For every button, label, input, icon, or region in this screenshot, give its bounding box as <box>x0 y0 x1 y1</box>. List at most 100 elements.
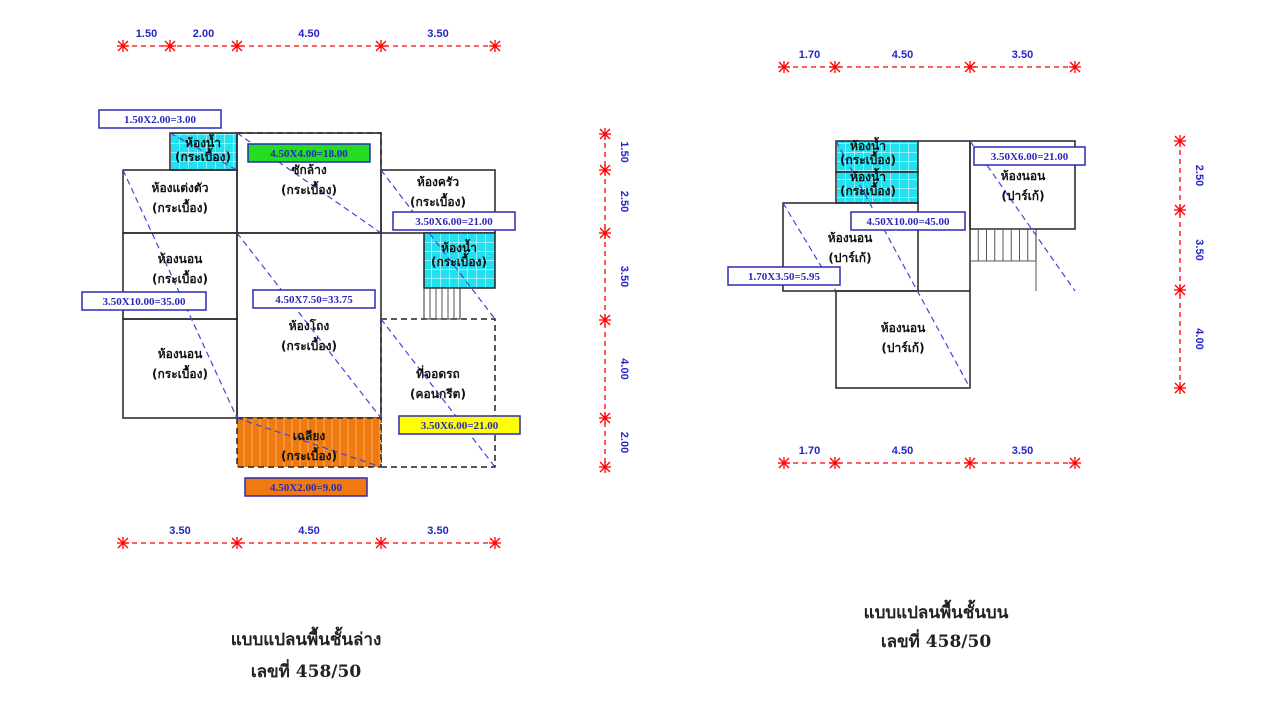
room-name: เฉลียง <box>293 429 326 443</box>
dimension-label: 3.50 <box>618 266 630 287</box>
laundry-outline <box>237 132 382 170</box>
dimension-label: 4.00 <box>1193 328 1205 349</box>
area-box <box>98 109 222 129</box>
dimension-label: 4.00 <box>618 358 630 379</box>
room-porch <box>236 417 382 468</box>
upper-floor-title: แบบแปลนพื้นชั้นบน <box>864 599 1009 623</box>
dimension-label: 3.50 <box>169 525 190 537</box>
room-name: ห้องโถง <box>289 318 330 333</box>
dimension-tick <box>778 61 790 73</box>
area-diagonal <box>835 140 971 389</box>
room-floor-material: (กระเบื้อง) <box>410 192 466 209</box>
dimension-tick <box>599 227 611 239</box>
area-calculation: 1.70X3.50=5.95 <box>748 271 820 283</box>
dimension-tick <box>231 40 243 52</box>
room-floor-material: (คอนกรีต) <box>410 387 466 401</box>
area-calculation: 4.50X4.00=18.00 <box>270 148 348 160</box>
dimension-label: 3.50 <box>1012 49 1033 61</box>
dimension-tick <box>599 461 611 473</box>
room-name: ห้องนอน <box>158 347 203 361</box>
dimension-tick <box>829 457 841 469</box>
area-diagonal <box>122 169 238 419</box>
area-box <box>398 415 521 435</box>
room-floor-material: (ปาร์เก้) <box>1001 189 1044 203</box>
area-box <box>850 211 966 231</box>
ground-floor-number: เลขที่ 458/50 <box>251 659 361 682</box>
dimension-label: 1.70 <box>799 49 820 61</box>
upper-floor-number: เลขที่ 458/50 <box>881 629 991 652</box>
room-floor-material: (กระเบื้อง) <box>281 180 337 197</box>
room-parking <box>380 318 496 468</box>
dimension-label: 4.50 <box>298 28 319 40</box>
dimension-tick <box>231 537 243 549</box>
dimension-label: 4.50 <box>892 49 913 61</box>
dimension-label: 3.50 <box>427 28 448 40</box>
dimension-label: 1.50 <box>136 28 157 40</box>
room-floor-material: (กระเบื้อง) <box>152 198 208 215</box>
dimension-label: 2.00 <box>618 432 630 453</box>
dimension-label: 4.50 <box>298 525 319 537</box>
room-bath1 <box>835 140 919 173</box>
area-calculation: 4.50X10.00=45.00 <box>867 216 950 228</box>
dimension-tick <box>1174 204 1186 216</box>
room-name: ห้องน้ำ <box>850 167 886 184</box>
room-floor-material: (กระเบื้อง) <box>431 252 487 269</box>
area-diagonal <box>969 140 1076 292</box>
room-name: ห้องน้ำ <box>441 238 477 255</box>
room-floor-material: (ปาร์เก้) <box>828 251 871 265</box>
room-name: ซักล้าง <box>291 163 327 177</box>
room-name: ห้องแต่งตัว <box>152 181 209 195</box>
dimension-tick <box>778 457 790 469</box>
dimension-tick <box>599 164 611 176</box>
dimension-label: 1.50 <box>618 141 630 162</box>
dimension-label: 4.50 <box>892 445 913 457</box>
room-name: ห้องน้ำ <box>850 136 886 153</box>
area-calculation: 3.50X10.00=35.00 <box>103 296 186 308</box>
ground-floor-title: แบบแปลนพื้นชั้นล่าง <box>231 626 382 650</box>
area-box <box>973 146 1086 166</box>
room-bedroom-bottom <box>835 290 971 389</box>
room-floor-material: (กระเบื้อง) <box>840 181 896 198</box>
area-box <box>247 143 371 163</box>
dimension-tick <box>829 61 841 73</box>
dimension-tick <box>1069 61 1081 73</box>
room-name: ห้องนอน <box>158 252 203 266</box>
dimension-tick <box>599 314 611 326</box>
dimension-tick <box>375 537 387 549</box>
room-name: ห้องนอน <box>828 231 873 245</box>
room-floor-material: (กระเบื้อง) <box>152 269 208 286</box>
dimension-label: 1.70 <box>799 445 820 457</box>
room-floor-material: (กระเบื้อง) <box>840 150 896 167</box>
area-box <box>392 211 516 231</box>
area-calculation: 4.50X7.50=33.75 <box>275 294 353 306</box>
area-diagonal <box>380 169 496 320</box>
area-box <box>244 477 368 497</box>
dimension-label: 3.50 <box>427 525 448 537</box>
area-calculation: 3.50X6.00=21.00 <box>421 420 499 432</box>
dimension-tick <box>1174 284 1186 296</box>
room-name: ห้องน้ำ <box>185 133 221 150</box>
dimension-tick <box>164 40 176 52</box>
dimension-tick <box>489 537 501 549</box>
dimension-tick <box>964 457 976 469</box>
area-diagonal <box>169 132 238 171</box>
dimension-tick <box>1174 135 1186 147</box>
dimension-tick <box>599 128 611 140</box>
area-box <box>727 266 841 286</box>
area-box <box>252 289 376 309</box>
dimension-tick <box>117 537 129 549</box>
dimension-label: 3.50 <box>1012 445 1033 457</box>
room-name: ห้องครัว <box>417 175 459 189</box>
dimension-label: 3.50 <box>1193 239 1205 260</box>
dimension-tick <box>599 412 611 424</box>
dimension-tick <box>375 40 387 52</box>
dimension-tick <box>964 61 976 73</box>
room-floor-material: (กระเบื้อง) <box>281 446 337 463</box>
dimension-tick <box>117 40 129 52</box>
area-diagonal <box>380 318 496 468</box>
room-floor-material: (กระเบื้อง) <box>152 364 208 381</box>
room-name: ห้องนอน <box>881 321 926 335</box>
dimension-tick <box>489 40 501 52</box>
dimension-tick <box>1069 457 1081 469</box>
